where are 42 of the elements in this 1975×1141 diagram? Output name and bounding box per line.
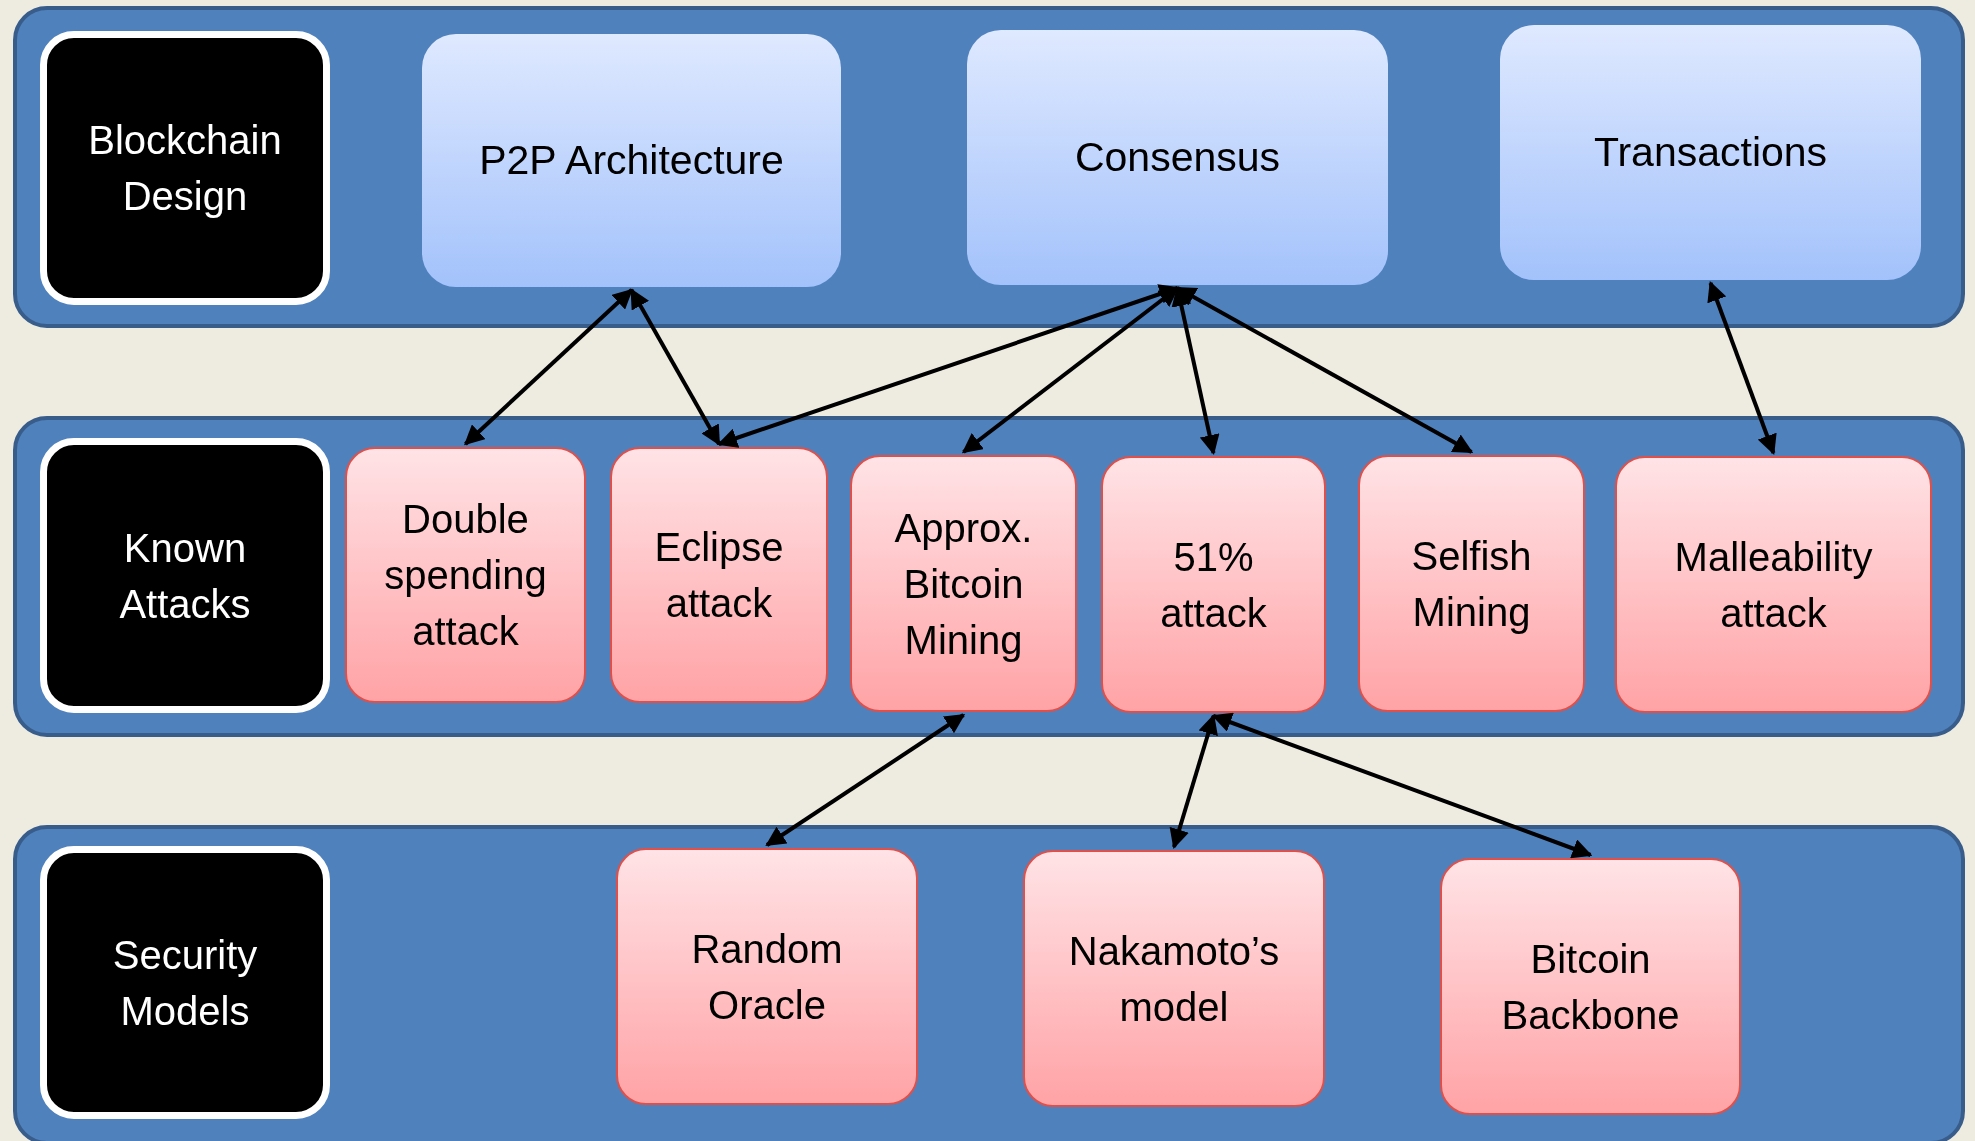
- box-label: Transactions: [1592, 129, 1829, 176]
- attack-box: [610, 447, 828, 703]
- box-label: Nakamoto’s model: [1067, 927, 1281, 1031]
- category-label: Security Models: [111, 931, 259, 1035]
- design-box: [1500, 25, 1921, 280]
- box-label: Double spending attack: [383, 496, 548, 655]
- attack-box: [1440, 858, 1741, 1115]
- category-box: [40, 438, 330, 713]
- box-label: P2P Architecture: [478, 137, 785, 184]
- band-panel: [13, 825, 1965, 1141]
- band-panel: [13, 6, 1965, 328]
- design-box: [422, 34, 841, 287]
- category-label: Blockchain Design: [87, 117, 283, 220]
- box-label: Approx. Bitcoin Mining: [893, 504, 1034, 664]
- double-arrow: [1175, 286, 1474, 454]
- box-label: Bitcoin Backbone: [1500, 935, 1681, 1039]
- box-label: Eclipse attack: [653, 524, 785, 627]
- attack-box: [345, 447, 586, 703]
- double-arrow: [1707, 281, 1777, 455]
- box-label: Malleability attack: [1673, 533, 1874, 637]
- box-label: Selfish Mining: [1410, 532, 1533, 636]
- category-box: [40, 846, 330, 1119]
- category-label: Known Attacks: [118, 524, 252, 628]
- attack-box: [850, 455, 1077, 712]
- attack-box: [1023, 850, 1325, 1107]
- box-label: Consensus: [1073, 134, 1282, 181]
- band-panel: [13, 416, 1965, 737]
- double-arrow: [1169, 714, 1218, 849]
- box-label: Random Oracle: [690, 925, 844, 1029]
- double-arrow: [1171, 286, 1220, 455]
- attack-box: [1358, 455, 1585, 712]
- design-box: [967, 30, 1388, 285]
- double-arrow: [765, 713, 966, 847]
- box-label: 51% attack: [1159, 533, 1268, 637]
- double-arrow: [1211, 712, 1593, 859]
- double-arrow: [464, 288, 633, 446]
- double-arrow: [629, 288, 721, 446]
- attack-box: [616, 848, 918, 1105]
- attack-box: [1615, 456, 1932, 713]
- double-arrow: [717, 284, 1180, 448]
- category-box: [40, 31, 330, 305]
- attack-box: [1101, 456, 1326, 713]
